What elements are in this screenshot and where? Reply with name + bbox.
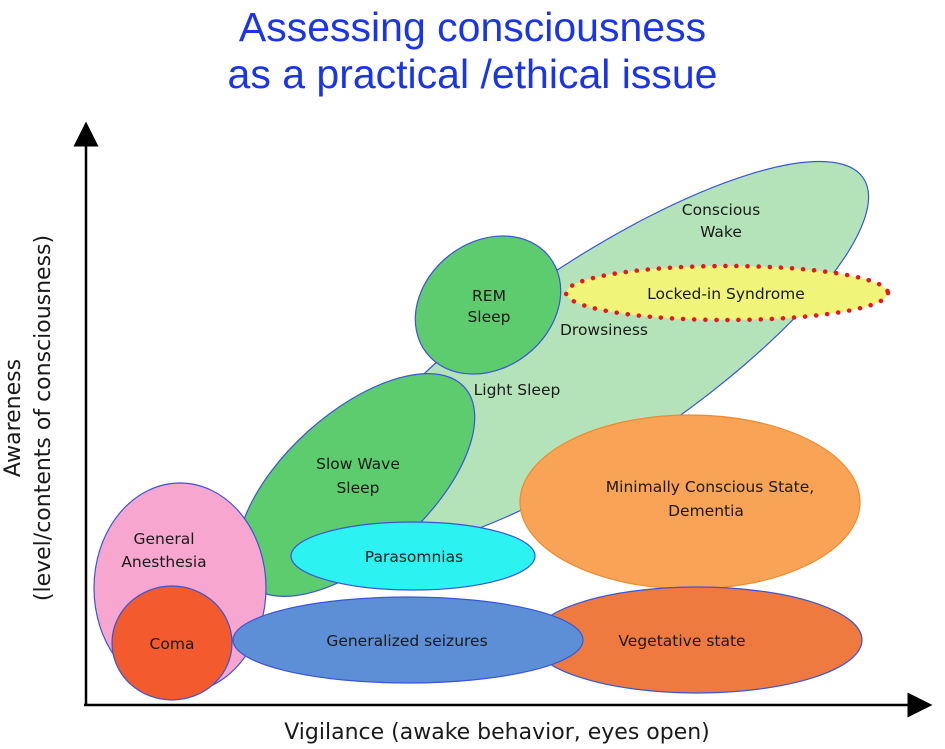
minimally-conscious-label-1: Minimally Conscious State, [606,478,814,496]
x-axis-label: Vigilance (awake behavior, eyes open) [284,720,710,745]
rem-sleep-label-1: REM [472,287,506,305]
conscious-wake-label-1: Conscious [682,201,760,219]
coma-label: Coma [150,635,195,653]
page-title: Assessing consciousness as a practical /… [0,4,945,98]
slow-wave-sleep-label-2: Sleep [336,479,379,497]
conscious-wake-label-2: Wake [700,223,742,241]
rem-sleep-label-2: Sleep [467,308,510,326]
minimally-conscious-label-2: Dementia [668,502,744,520]
generalized-seizures-label: Generalized seizures [326,632,487,650]
y-axis-label-line-1: Awareness [1,359,26,477]
title-line-2: as a practical /ethical issue [227,51,718,97]
generalized-seizures-region [232,596,584,684]
title-line-1: Assessing consciousness [238,4,707,50]
light-sleep-label: Light Sleep [474,381,561,399]
drowsiness-label: Drowsiness [560,321,648,339]
locked-in-region [563,263,891,323]
parasomnias-region [290,521,536,591]
coma-region [111,585,233,701]
general-anesthesia-label-1: General [133,530,194,548]
slow-wave-sleep-label-1: Slow Wave [316,455,400,473]
general-anesthesia-label-2: Anesthesia [121,553,206,571]
vegetative-state-label: Vegetative state [618,632,745,650]
y-axis-label-line-2: (level/contents of consciousness) [31,235,56,601]
parasomnias-label: Parasomnias [365,548,463,566]
rem-sleep-region [414,235,562,375]
locked-in-label: Locked-in Syndrome [647,285,805,303]
